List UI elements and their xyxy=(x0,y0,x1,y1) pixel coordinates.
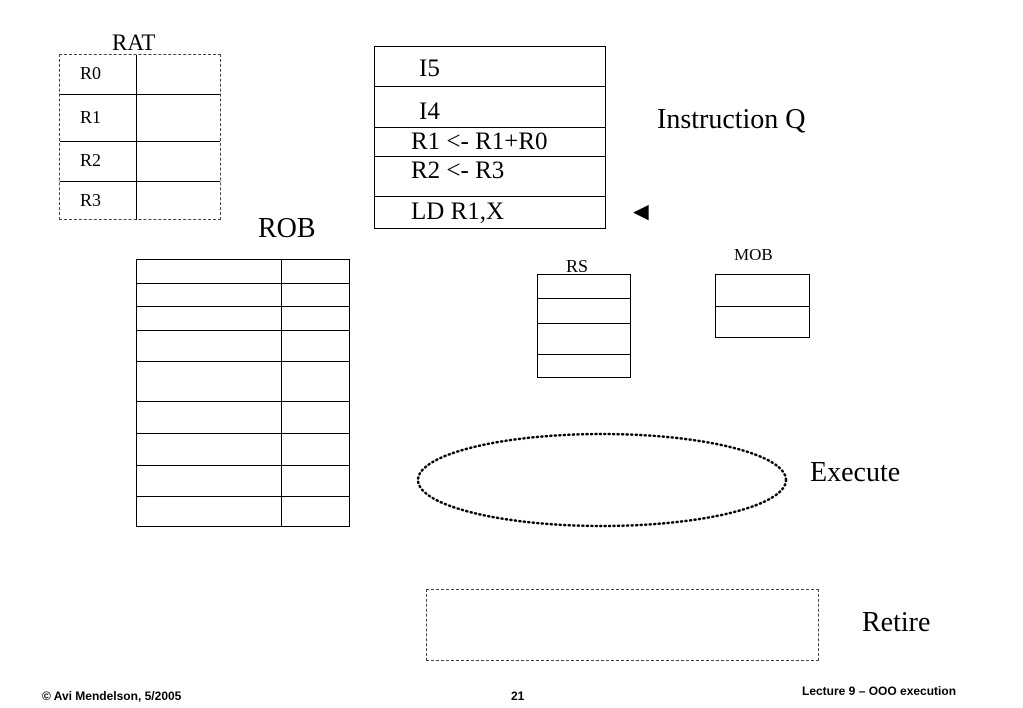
iq-entry-text: LD R1,X xyxy=(411,198,505,225)
rat-register-label: R2 xyxy=(80,150,102,170)
rat-column-divider xyxy=(136,182,137,220)
rs-row-line xyxy=(538,323,630,324)
rat-register-label: R3 xyxy=(80,190,102,210)
iq-entry-text: R1 <- R1+R0 xyxy=(411,128,548,155)
iq-entry: R2 <- R3 xyxy=(375,157,605,197)
mob-title: MOB xyxy=(734,245,773,264)
rob-title: ROB xyxy=(258,213,316,244)
rob-row-line xyxy=(137,361,349,362)
rob-row-line xyxy=(137,465,349,466)
rob-table xyxy=(136,259,350,527)
rat-row-r3: R3 xyxy=(60,182,220,220)
iq-entry-text: R2 <- R3 xyxy=(411,157,505,184)
rat-row-r1: R1 xyxy=(60,95,220,142)
rat-row-r0: R0 xyxy=(60,55,220,95)
rob-column-divider xyxy=(281,260,282,526)
iq-entry: I4 xyxy=(375,87,605,128)
queue-head-pointer-icon: ◄ xyxy=(628,196,654,226)
rob-row-line xyxy=(137,433,349,434)
rob-row-line xyxy=(137,330,349,331)
rat-title: RAT xyxy=(112,30,156,55)
rat-table: R0 R1 R2 R3 xyxy=(59,54,221,220)
rob-row-line xyxy=(137,496,349,497)
execute-unit-ellipse xyxy=(416,432,788,528)
mob-table xyxy=(715,274,810,338)
rat-column-divider xyxy=(136,95,137,141)
footer-page-number: 21 xyxy=(511,689,525,703)
footer-copyright: © Avi Mendelson, 5/2005 xyxy=(42,689,182,703)
rat-column-divider xyxy=(136,55,137,94)
retire-box xyxy=(426,589,819,661)
rs-row-line xyxy=(538,298,630,299)
iq-entry: LD R1,X xyxy=(375,197,605,228)
rat-row-r2: R2 xyxy=(60,142,220,182)
rs-title: RS xyxy=(566,256,589,276)
execute-label: Execute xyxy=(810,457,901,488)
rat-column-divider xyxy=(136,142,137,181)
iq-entry: I5 xyxy=(375,47,605,87)
rs-row-line xyxy=(538,354,630,355)
rat-register-label: R1 xyxy=(80,107,102,127)
footer-lecture-title: Lecture 9 – OOO execution xyxy=(802,684,957,698)
rob-row-line xyxy=(137,283,349,284)
iq-entry-text: I5 xyxy=(419,55,440,82)
instruction-queue-label: Instruction Q xyxy=(657,104,806,135)
rs-table xyxy=(537,274,631,378)
mob-row-line xyxy=(716,306,809,307)
iq-entry-text: I4 xyxy=(419,98,440,125)
rob-row-line xyxy=(137,306,349,307)
iq-entry: R1 <- R1+R0 xyxy=(375,128,605,157)
rob-row-line xyxy=(137,401,349,402)
retire-label: Retire xyxy=(862,607,931,638)
rat-register-label: R0 xyxy=(80,63,102,83)
instruction-queue: I5 I4 R1 <- R1+R0 R2 <- R3 LD R1,X xyxy=(374,46,606,229)
